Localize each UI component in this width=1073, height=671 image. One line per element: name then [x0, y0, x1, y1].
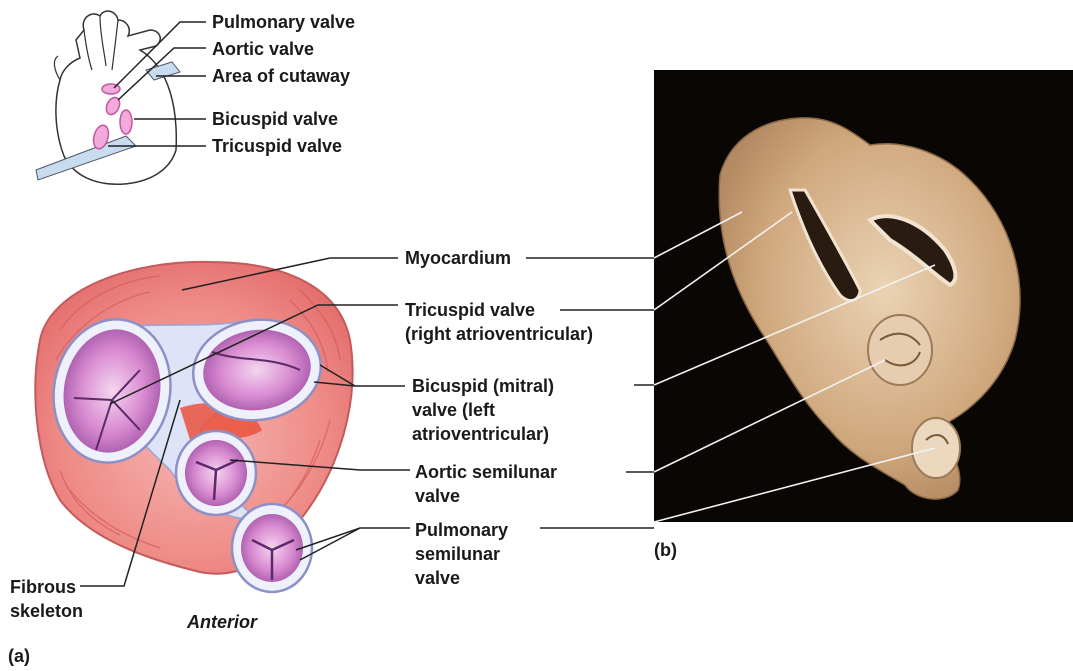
- label-pulmonary-line2: semilunar: [415, 542, 500, 566]
- label-pulmonary-line1: Pulmonary: [415, 518, 508, 542]
- inset-bicuspid-valve: [120, 110, 132, 134]
- inset-heart: [36, 11, 180, 184]
- label-bicuspid-line2: valve (left: [412, 398, 495, 422]
- label-myocardium: Myocardium: [405, 246, 511, 270]
- specimen-aortic: [868, 315, 932, 385]
- label-anterior: Anterior: [187, 610, 257, 634]
- label-area-of-cutaway: Area of cutaway: [212, 64, 350, 88]
- label-aortic-line1: Aortic semilunar: [415, 460, 557, 484]
- label-aortic-valve: Aortic valve: [212, 37, 314, 61]
- label-tricuspid-line1: Tricuspid valve: [405, 298, 535, 322]
- label-bicuspid-line3: atrioventricular): [412, 422, 549, 446]
- label-pulmonary-valve: Pulmonary valve: [212, 10, 355, 34]
- specimen-pulmonary: [912, 418, 960, 478]
- panel-a-label: (a): [8, 644, 30, 668]
- label-bicuspid-valve: Bicuspid valve: [212, 107, 338, 131]
- label-tricuspid-line2: (right atrioventricular): [405, 322, 593, 346]
- label-bicuspid-line1: Bicuspid (mitral): [412, 374, 554, 398]
- label-fibrous-line1: Fibrous: [10, 575, 76, 599]
- panel-b-label: (b): [654, 538, 677, 562]
- label-pulmonary-line3: valve: [415, 566, 460, 590]
- label-tricuspid-valve: Tricuspid valve: [212, 134, 342, 158]
- label-aortic-line2: valve: [415, 484, 460, 508]
- label-fibrous-line2: skeleton: [10, 599, 83, 623]
